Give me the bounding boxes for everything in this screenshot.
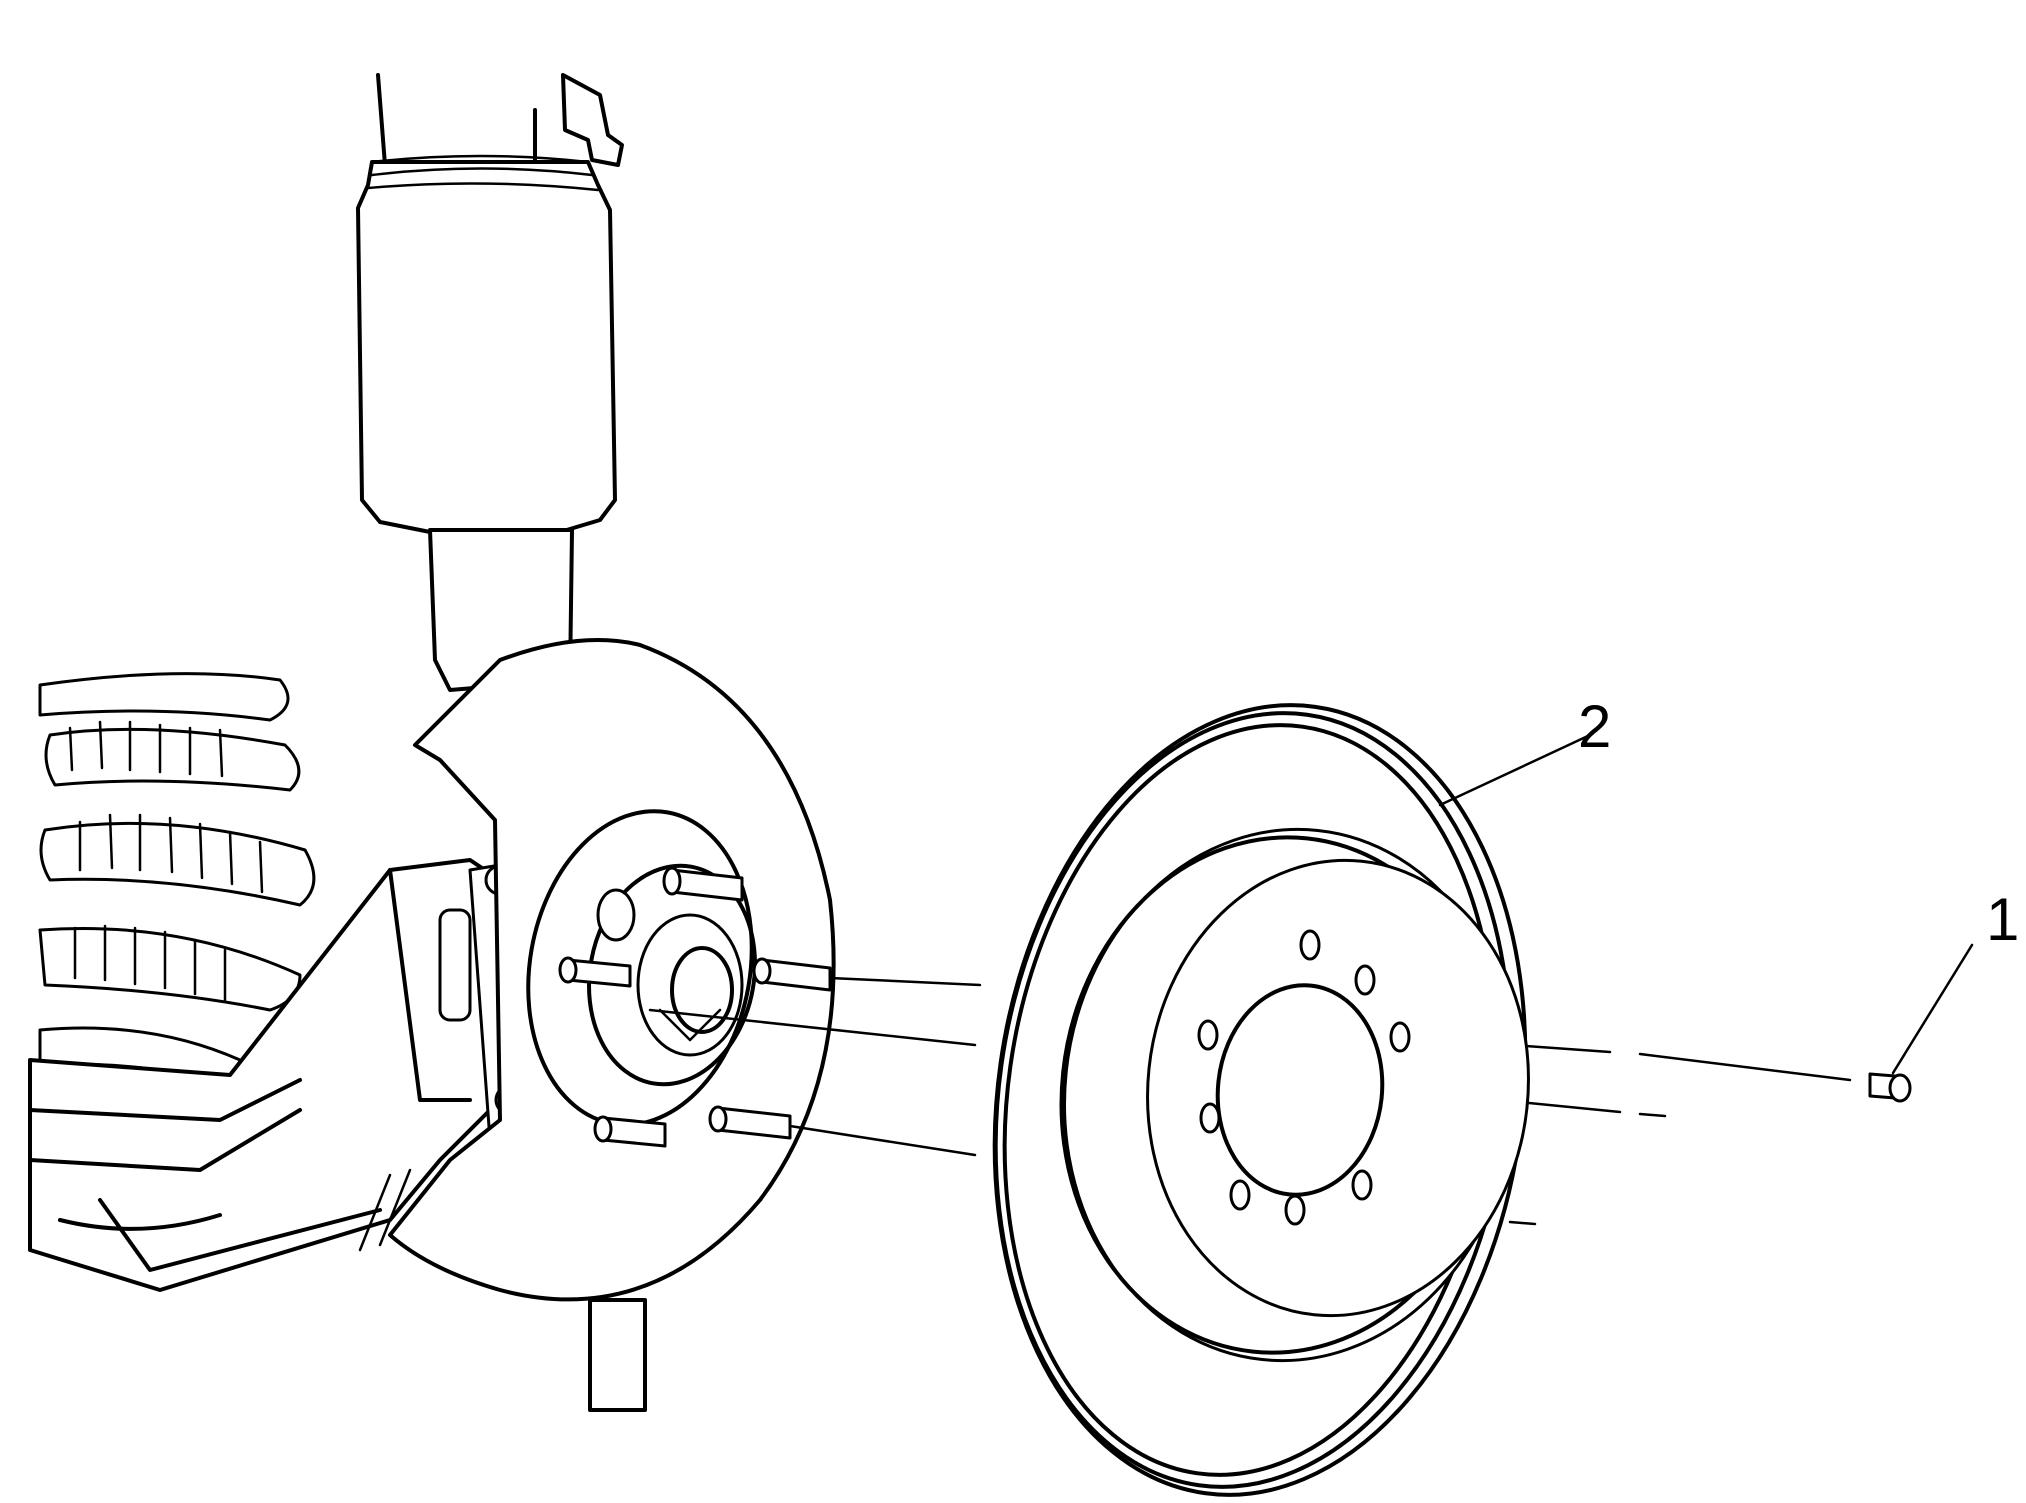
callout-label-1: 1: [1986, 886, 2020, 953]
wheel-stud-left: [558, 956, 632, 988]
callout-label-2: 2: [1578, 693, 1612, 760]
retaining-screw: [1868, 1072, 1912, 1103]
wheel-stud-right: [752, 957, 832, 992]
wheel-stud-top: [662, 866, 744, 902]
wheel-stud-bottom-left: [593, 1115, 667, 1148]
wheel-hub: [526, 809, 832, 1148]
rotor-lug-holes: [1197, 929, 1411, 1226]
wheel-stud-bottom-right: [708, 1105, 792, 1140]
brake-rotor: [992, 703, 1530, 1497]
leader-lines: [1438, 733, 1974, 1075]
